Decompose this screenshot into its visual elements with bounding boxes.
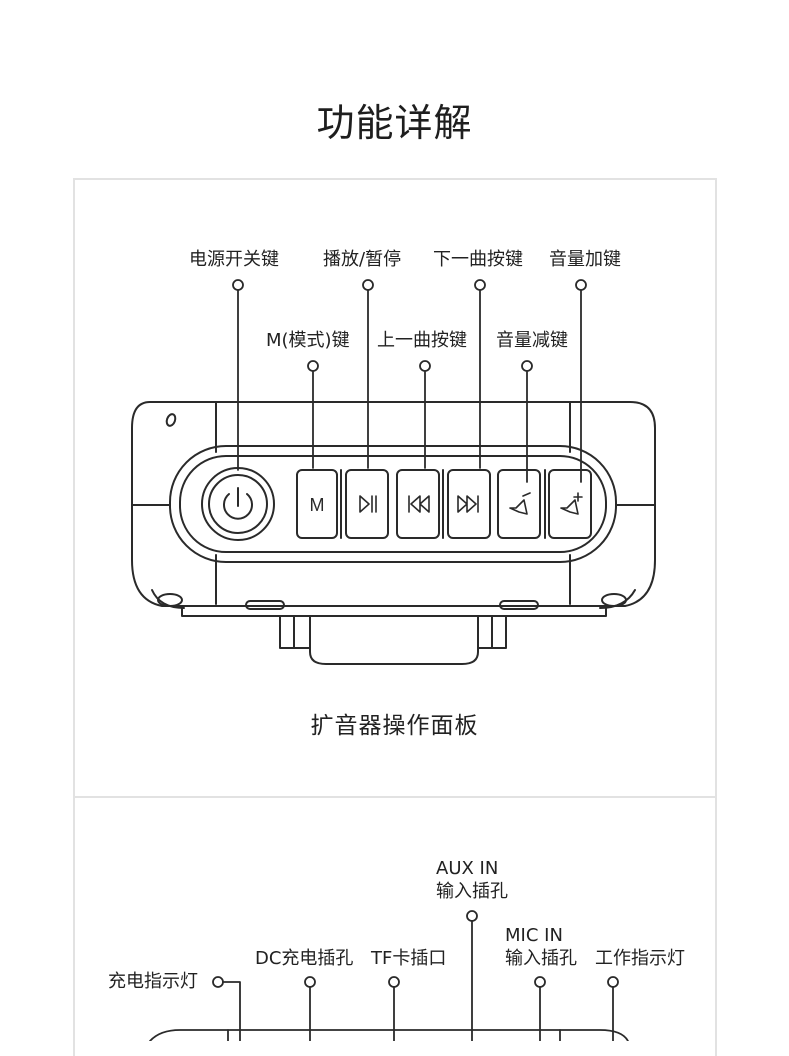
label-mic-in: MIC IN (505, 925, 563, 946)
label-charge-indicator: 充电指示灯 (108, 971, 198, 992)
device-foot-right (599, 589, 636, 609)
volume-down-icon (509, 492, 531, 515)
label-aux-in-sub: 输入插孔 (436, 881, 508, 902)
leader-lines-panel1 (232, 279, 587, 483)
prev-track-button (396, 469, 440, 539)
volume-down-button (497, 469, 541, 539)
label-dc-jack: DC充电插孔 (255, 948, 354, 969)
label-mic-in-sub: 输入插孔 (505, 948, 577, 969)
power-icon (223, 493, 253, 520)
label-next-track: 下一曲按键 (433, 249, 523, 270)
device-clip (279, 615, 507, 649)
label-work-indicator: 工作指示灯 (595, 948, 685, 969)
ports-panel-section (73, 796, 717, 1056)
device-bottom-slot-right (499, 600, 539, 610)
control-panel-caption: 扩音器操作面板 (310, 713, 479, 739)
power-button (208, 474, 268, 534)
label-mode-key: M(模式)键 (266, 330, 350, 351)
volume-up-button (548, 469, 592, 539)
page-title: 功能详解 (316, 101, 473, 145)
device-hole-icon (165, 413, 177, 427)
label-volume-down: 音量减键 (496, 330, 568, 351)
label-power-key: 电源开关键 (189, 249, 279, 270)
prev-track-icon (408, 495, 430, 513)
device-foot-left-pad (157, 593, 183, 607)
device-clip-body (309, 615, 479, 665)
play-pause-button (345, 469, 389, 539)
volume-up-icon (560, 492, 583, 515)
button-strip (169, 445, 617, 563)
device-body-outline (131, 401, 656, 607)
mode-button-label: M (310, 495, 325, 515)
device-foot-right-pad (601, 593, 627, 607)
device-bottom-slot-left (245, 600, 285, 610)
leader-lines-panel2 (149, 910, 629, 1041)
label-volume-up: 音量加键 (549, 249, 621, 270)
label-play-pause: 播放/暂停 (323, 249, 402, 270)
label-aux-in: AUX IN (436, 858, 499, 879)
device-bottom-plate (181, 605, 607, 617)
device-foot-left (151, 589, 185, 609)
mode-button (296, 469, 338, 539)
port-side-device-outline (149, 1029, 629, 1041)
label-prev-track: 上一曲按键 (377, 330, 467, 351)
label-tf-slot: TF卡插口 (371, 948, 447, 969)
play-pause-icon (359, 495, 377, 513)
button-strip-inner (179, 455, 607, 553)
next-track-button (447, 469, 491, 539)
next-track-icon (457, 495, 479, 513)
